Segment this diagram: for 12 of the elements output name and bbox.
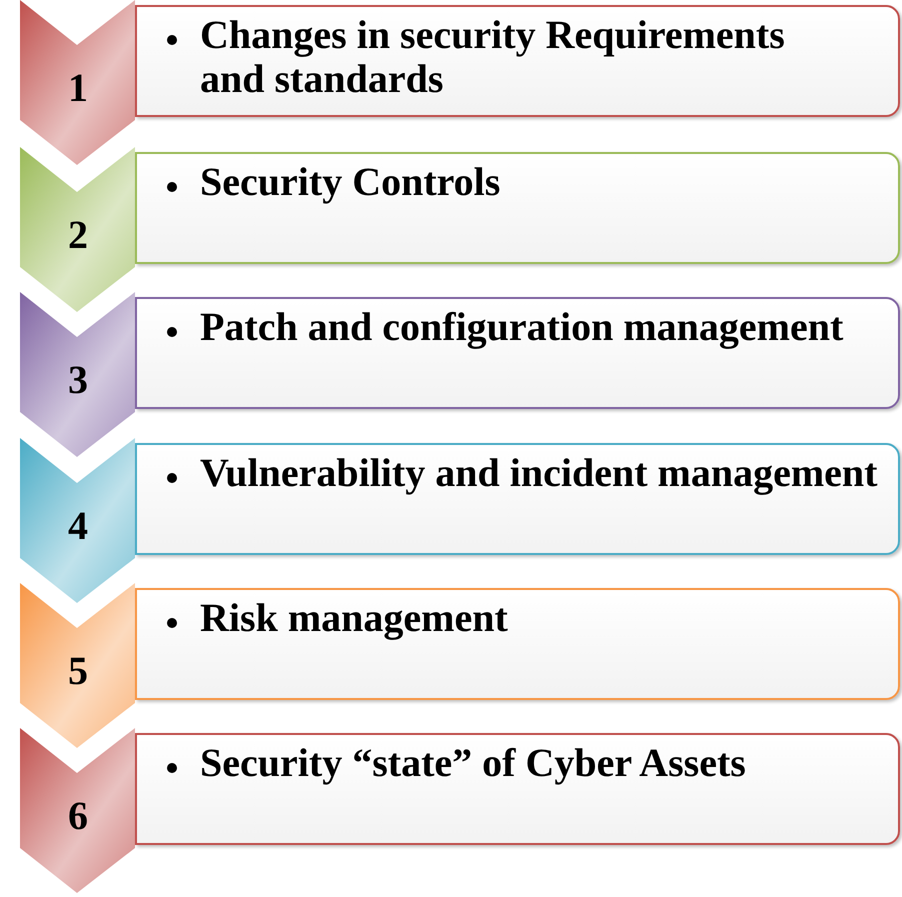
step-number: 4 [67,506,89,546]
step-label: Security “state” of Cyber Assets [200,741,747,785]
step-number: 6 [67,796,89,836]
step-label: Patch and configuration management [200,305,844,349]
step-number: 2 [67,215,89,255]
step-label: Vulnerability and incident management [200,451,878,495]
step-label: Risk management [200,596,509,640]
step-number: 5 [67,651,89,691]
step-number: 1 [67,68,89,108]
step-label: Security Controls [200,160,502,204]
step-label: Changes in security Requirements and standards [200,13,786,101]
step-number: 3 [67,360,89,400]
